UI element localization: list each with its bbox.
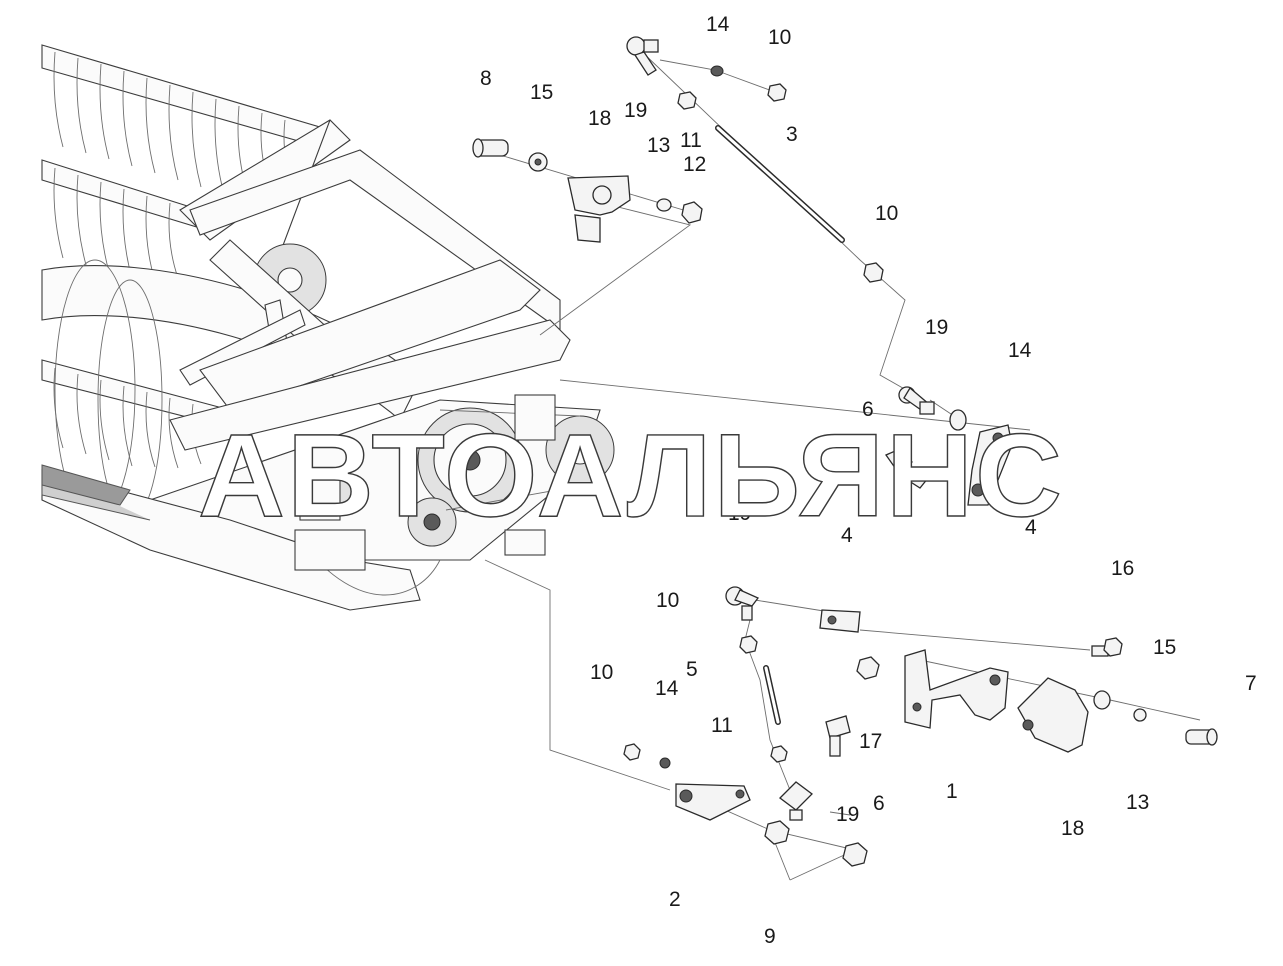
callout-3: 3 [786, 123, 798, 146]
callout-8: 8 [480, 67, 492, 90]
callout-14: 14 [655, 677, 679, 700]
washer-14-top [710, 65, 724, 77]
callout-10: 10 [656, 589, 679, 612]
ball-joint-19-bottom [779, 781, 813, 821]
washer-13-right [1133, 708, 1147, 722]
callout-9: 9 [764, 925, 776, 948]
washer-13-top [656, 198, 672, 212]
lever-2 [675, 783, 751, 821]
ball-joint-19-lower [725, 586, 760, 621]
callout-2: 2 [669, 888, 681, 911]
callout-4: 4 [841, 524, 853, 547]
bracket-1 [904, 649, 1009, 729]
callout-15: 15 [530, 81, 553, 104]
nut-10-lower [739, 635, 758, 654]
nut-11-top [677, 91, 697, 110]
callout-13: 13 [1126, 791, 1149, 814]
pin-7 [1185, 728, 1218, 746]
washer-14-lower [659, 757, 671, 769]
callout-18: 18 [1061, 817, 1084, 840]
nut-10-mid [863, 262, 884, 283]
nut-12 [681, 201, 703, 224]
callout-10: 10 [875, 202, 898, 225]
callout-11: 11 [680, 129, 702, 152]
callout-14: 14 [1008, 339, 1032, 362]
callout-16: 16 [1111, 557, 1134, 580]
bracket-18-top [567, 175, 631, 243]
bolt-6-top [885, 447, 929, 489]
bolt-6-lower [825, 715, 851, 757]
parts [472, 36, 1218, 867]
callout-17: 17 [859, 730, 882, 753]
callout-5: 5 [686, 658, 698, 681]
pin-8 [472, 138, 509, 158]
callout-14: 14 [706, 13, 730, 36]
callout-labels: 14 10 8 15 19 11 18 13 12 3 10 19 14 6 4… [480, 13, 1257, 948]
nut-9-b [842, 842, 868, 867]
callout-12: 12 [683, 153, 706, 176]
callout-4: 4 [1025, 516, 1037, 539]
callout-6: 6 [873, 792, 885, 815]
nut-11-lower [770, 745, 788, 763]
nut-17 [856, 656, 880, 680]
ball-joint-19-right [898, 386, 935, 415]
rod-3 [715, 125, 845, 243]
nut-9-a [764, 820, 790, 845]
callout-19: 19 [624, 99, 647, 122]
bolt-16 [1091, 637, 1123, 657]
callout-18: 18 [588, 107, 611, 130]
callout-7: 7 [1245, 672, 1257, 695]
reel-tine-bar-middle [41, 159, 201, 282]
lever-4-right [967, 424, 1013, 506]
callout-19: 19 [728, 502, 751, 525]
callout-19: 19 [925, 316, 948, 339]
callout-1: 1 [946, 780, 958, 803]
header-machine-drawing [41, 44, 615, 611]
drive-pulleys [294, 394, 615, 571]
watermark-text: АВТОАЛЬЯНС [198, 410, 1064, 542]
callout-6: 6 [862, 398, 874, 421]
washer-15-right [1093, 690, 1111, 710]
callout-15: 15 [1153, 636, 1176, 659]
rod-5 [763, 665, 781, 725]
callout-11: 11 [711, 714, 733, 737]
callout-13: 13 [647, 134, 670, 157]
ball-joint-19-top [626, 36, 659, 76]
callout-19: 19 [836, 803, 859, 826]
washer-14-right [949, 409, 967, 431]
reel-tine-bar-lower [41, 359, 231, 469]
bracket-18-bottom [1017, 677, 1089, 753]
link-4-lower [819, 609, 861, 633]
nut-10-left [623, 743, 641, 761]
callout-10: 10 [768, 26, 791, 49]
nut-10-top [767, 83, 787, 102]
callout-10: 10 [590, 661, 613, 684]
